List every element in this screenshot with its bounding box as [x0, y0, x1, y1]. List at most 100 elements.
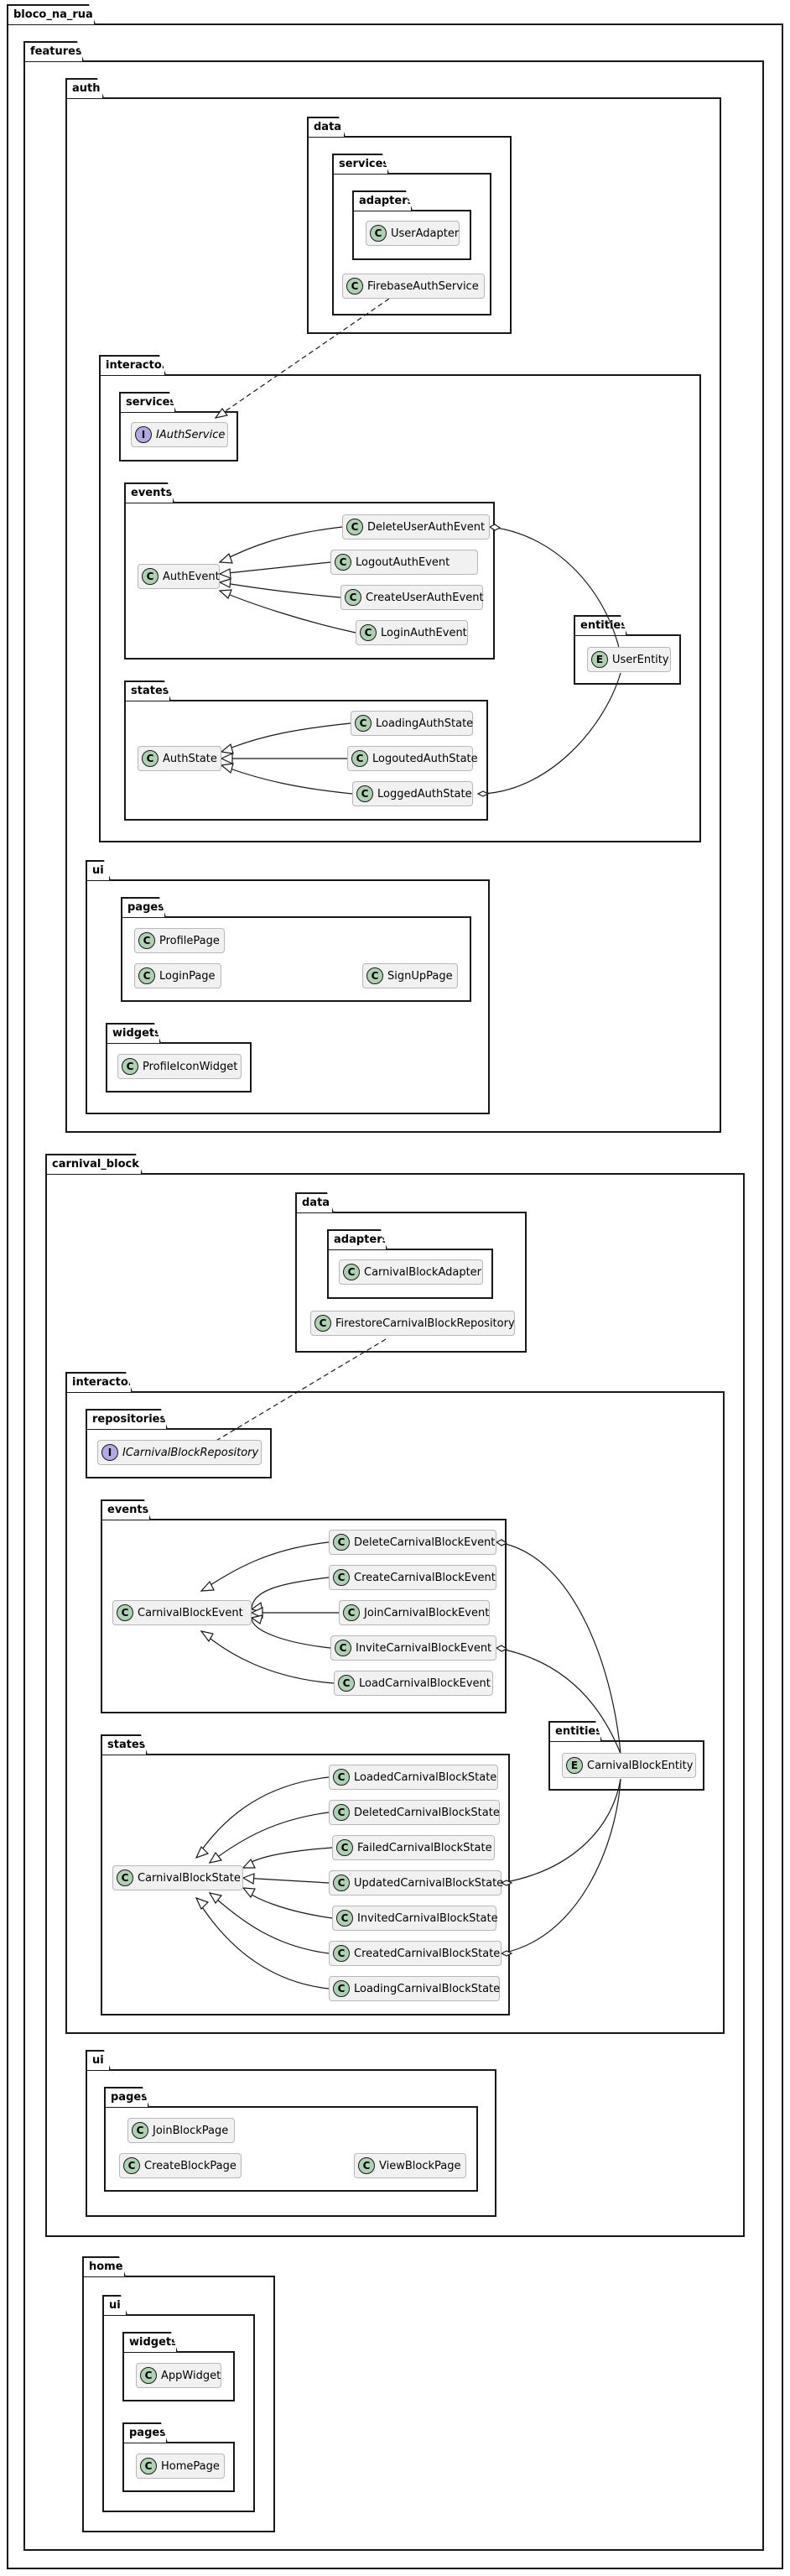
package-cb-ui-pages [104, 2106, 478, 2192]
class-login-auth-event[interactable]: C LoginAuthEvent [356, 620, 468, 645]
class-failed-carnival-block-state[interactable]: C FailedCarnivalBlockState [332, 1835, 495, 1860]
class-home-page[interactable]: C HomePage [136, 2453, 225, 2479]
class-auth-state[interactable]: C AuthState [138, 746, 221, 771]
interface-i-auth-service[interactable]: I IAuthService [131, 422, 228, 447]
class-invited-carnival-block-state[interactable]: C InvitedCarnivalBlockState [332, 1906, 498, 1931]
package-cb-data [295, 1212, 527, 1353]
class-label: CarnivalBlockAdapter [364, 1265, 482, 1279]
interface-stereotype-icon: I [101, 1444, 118, 1461]
class-invite-carnival-block-event[interactable]: C InviteCarnivalBlockEvent [330, 1635, 496, 1661]
class-stereotype-icon: C [117, 1869, 133, 1886]
class-load-carnival-block-event[interactable]: C LoadCarnivalBlockEvent [334, 1671, 493, 1696]
arrowhead-authevent-1 [218, 552, 233, 564]
class-updated-carnival-block-state[interactable]: C UpdatedCarnivalBlockState [329, 1870, 503, 1895]
class-label: LoginPage [159, 969, 216, 983]
class-label: ProfileIconWidget [143, 1060, 238, 1073]
arrowhead-cbstate-7 [195, 1896, 210, 1911]
edge-create-user-to-authevent [219, 581, 341, 598]
class-label: CarnivalBlockEvent [138, 1606, 243, 1619]
class-join-carnival-block-event[interactable]: C JoinCarnivalBlockEvent [339, 1600, 490, 1625]
class-stereotype-icon: C [333, 1569, 350, 1586]
class-stereotype-icon: C [346, 278, 363, 295]
edge-delete-user-to-userentity [489, 526, 620, 649]
class-carnival-block-state[interactable]: C CarnivalBlockState [112, 1865, 243, 1890]
package-tab-cb-data: data [295, 1192, 334, 1212]
class-sign-up-page[interactable]: C SignUpPage [362, 963, 458, 988]
package-auth-entities [574, 634, 681, 685]
class-auth-event[interactable]: C AuthEvent [138, 564, 220, 589]
interface-i-carnival-block-repository[interactable]: I ICarnivalBlockRepository [97, 1440, 262, 1465]
class-label: DeleteCarnivalBlockEvent [354, 1536, 496, 1549]
class-label: LogoutedAuthState [372, 752, 478, 765]
class-logout-auth-event[interactable]: C LogoutAuthEvent [330, 550, 478, 575]
class-firebase-auth-service[interactable]: C FirebaseAuthService [342, 274, 485, 299]
class-app-widget[interactable]: C AppWidget [136, 2363, 221, 2388]
class-stereotype-icon: C [123, 2157, 140, 2174]
package-tab-features: features [23, 41, 84, 61]
class-stereotype-icon: C [338, 1675, 355, 1692]
package-tab-auth-data: data [307, 117, 346, 137]
class-label: CreatedCarnivalBlockState [354, 1947, 501, 1960]
class-label: ViewBlockPage [379, 2159, 461, 2172]
interface-label: ICarnivalBlockRepository [122, 1446, 259, 1459]
arrowhead-authstate-1 [220, 743, 234, 754]
arrowhead-authevent-2 [218, 568, 231, 579]
arrowhead-authevent-3 [218, 578, 231, 588]
class-create-user-auth-event[interactable]: C CreateUserAuthEvent [340, 585, 484, 610]
class-label: LoadingAuthState [376, 717, 474, 730]
class-stereotype-icon: C [117, 1604, 133, 1621]
class-stereotype-icon: C [336, 1839, 353, 1856]
class-profile-page[interactable]: C ProfilePage [134, 928, 225, 953]
class-stereotype-icon: C [333, 1945, 350, 1962]
class-view-block-page[interactable]: C ViewBlockPage [354, 2153, 466, 2178]
edge-loading-to-authstate [221, 722, 351, 753]
entity-carnival-block-entity[interactable]: E CarnivalBlockEntity [562, 1753, 696, 1778]
class-label: FailedCarnivalBlockState [357, 1841, 492, 1854]
edge-invite-cb-event-to-entity [496, 1647, 621, 1755]
class-create-block-page[interactable]: C CreateBlockPage [119, 2153, 242, 2178]
interface-label: IAuthService [156, 428, 226, 441]
class-label: JoinCarnivalBlockEvent [364, 1606, 490, 1619]
package-auth-data-adapters [352, 210, 471, 260]
class-stereotype-icon: C [314, 1315, 331, 1332]
class-carnival-block-adapter[interactable]: C CarnivalBlockAdapter [339, 1259, 483, 1285]
class-delete-carnival-block-event[interactable]: C DeleteCarnivalBlockEvent [329, 1530, 496, 1555]
class-profile-icon-widget[interactable]: C ProfileIconWidget [117, 1054, 242, 1079]
package-tab-cb-interactor: interactor [65, 1372, 133, 1392]
arrowhead-cbstate-1 [195, 1845, 210, 1859]
arrowhead-cbstate-6 [208, 1892, 223, 1905]
class-logged-auth-state[interactable]: C LoggedAuthState [352, 781, 473, 806]
class-stereotype-icon: C [333, 1769, 350, 1786]
package-tab-auth-data-services: services [332, 154, 389, 174]
class-join-block-page[interactable]: C JoinBlockPage [127, 2118, 235, 2143]
arrowhead-cbevent-5 [200, 1630, 214, 1643]
class-logouted-auth-state[interactable]: C LogoutedAuthState [347, 746, 478, 771]
class-firestore-carnival-block-repository[interactable]: C FirestoreCarnivalBlockRepository [310, 1311, 515, 1336]
class-user-adapter[interactable]: C UserAdapter [366, 221, 460, 246]
edge-firebase-to-iauthservice [215, 298, 390, 419]
class-login-page[interactable]: C LoginPage [134, 963, 221, 988]
package-tab-home-pages: pages [122, 2422, 168, 2443]
package-auth-events [124, 502, 495, 660]
package-auth-interactor [99, 374, 701, 842]
entity-user-entity[interactable]: E UserEntity [587, 647, 671, 672]
class-loading-carnival-block-state[interactable]: C LoadingCarnivalBlockState [329, 1976, 500, 2001]
diamond-invite-cb-event [495, 1645, 508, 1652]
package-auth [65, 97, 721, 1133]
class-create-carnival-block-event[interactable]: C CreateCarnivalBlockEvent [329, 1565, 496, 1590]
package-carnival-block [45, 1173, 745, 2237]
class-stereotype-icon: C [336, 1910, 353, 1927]
class-carnival-block-event[interactable]: C CarnivalBlockEvent [112, 1600, 252, 1625]
class-delete-user-auth-event[interactable]: C DeleteUserAuthEvent [342, 514, 490, 540]
class-stereotype-icon: C [333, 1534, 350, 1551]
class-loading-auth-state[interactable]: C LoadingAuthState [351, 711, 473, 736]
class-created-carnival-block-state[interactable]: C CreatedCarnivalBlockState [329, 1941, 502, 1966]
package-home [82, 2276, 275, 2532]
class-deleted-carnival-block-state[interactable]: C DeletedCarnivalBlockState [329, 1800, 500, 1825]
package-tab-auth: auth [65, 78, 104, 98]
arrowhead-cbstate-4 [242, 1873, 255, 1885]
arrowhead-authevent-4 [218, 589, 232, 600]
class-loaded-carnival-block-state[interactable]: C LoadedCarnivalBlockState [329, 1765, 498, 1790]
class-stereotype-icon: C [333, 1980, 350, 1997]
package-cb-repositories [86, 1428, 272, 1478]
